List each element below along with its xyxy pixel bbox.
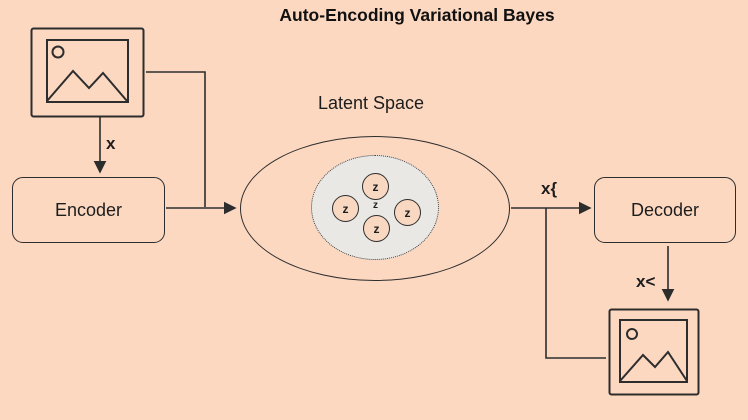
z-circle-right: z — [394, 199, 421, 226]
z-label: z — [372, 179, 379, 194]
z-circle-top: z — [362, 173, 389, 200]
decoder-box: Decoder — [594, 177, 736, 243]
decoder-label: Decoder — [630, 199, 700, 220]
z-center-label: z — [373, 200, 378, 211]
z-label: z — [373, 221, 380, 236]
latent-space-label: Latent Space — [317, 93, 425, 113]
input-image-icon — [30, 27, 145, 118]
encoder-box: Encoder — [12, 177, 165, 243]
latent-output-variable-label: x{ — [541, 179, 558, 198]
z-circle-bottom: z — [363, 215, 390, 242]
diagram-title: Auto-Encoding Variational Bayes — [279, 5, 555, 25]
output-image-icon — [608, 308, 700, 396]
z-label: z — [342, 201, 349, 216]
z-circle-left: z — [332, 195, 359, 222]
reconstruction-variable-label: x< — [636, 272, 656, 291]
z-label: z — [404, 205, 411, 220]
latent-space-ellipse — [240, 136, 510, 281]
input-variable-label: x — [106, 134, 116, 153]
encoder-label: Encoder — [54, 199, 123, 220]
